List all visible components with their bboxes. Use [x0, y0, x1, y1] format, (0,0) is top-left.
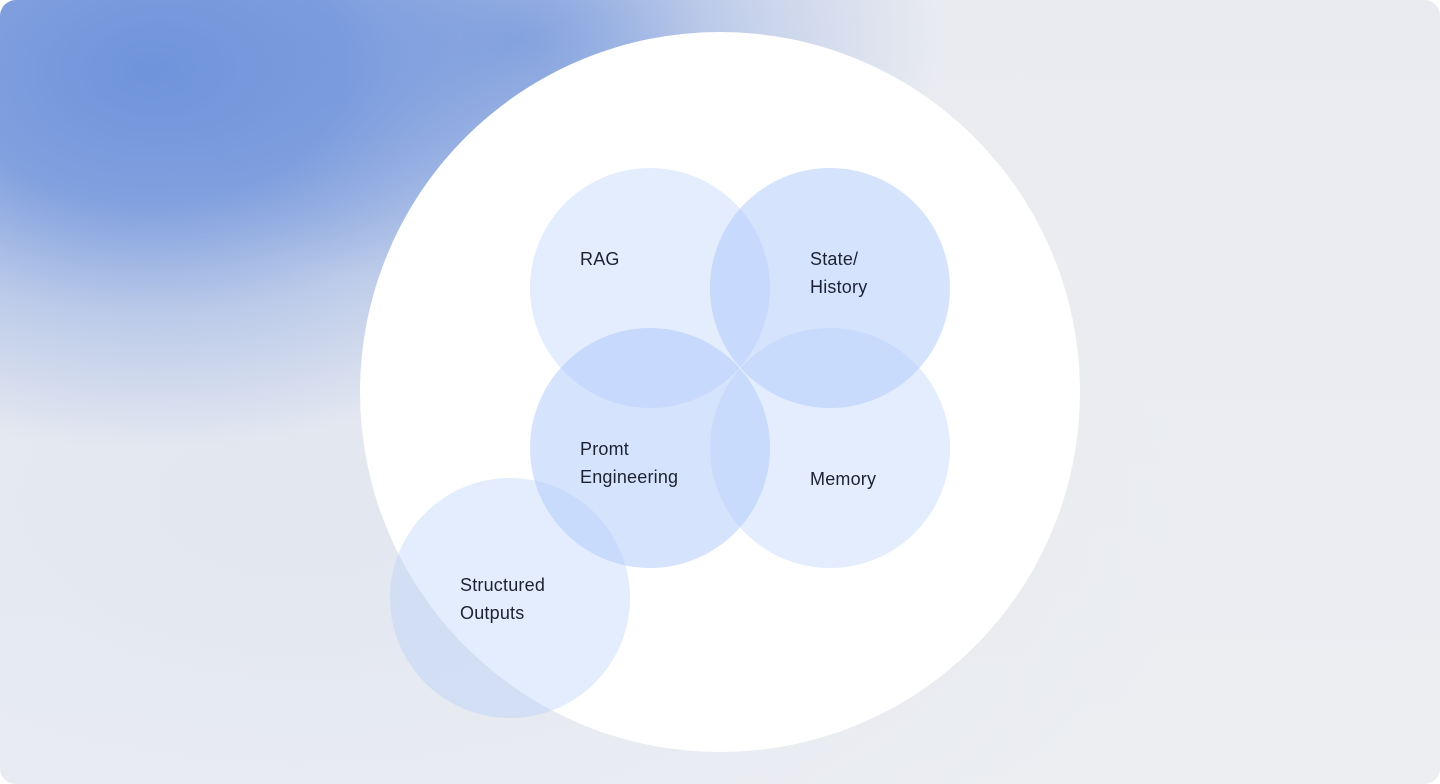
label-memory: Memory	[810, 469, 877, 489]
bubble-state-history	[710, 168, 950, 408]
bubble-prompt-engineering	[530, 328, 770, 568]
bubble-memory	[710, 328, 950, 568]
label-rag: RAG	[580, 249, 620, 269]
label-prompt-engineering: Promt Engineering	[580, 439, 679, 487]
bubble-structured-outputs	[390, 478, 630, 718]
label-structured-outputs: Structured Outputs	[460, 575, 546, 623]
bubble-rag	[530, 168, 770, 408]
outer-circle	[360, 32, 1080, 752]
label-state-history: State/ History	[810, 249, 868, 297]
